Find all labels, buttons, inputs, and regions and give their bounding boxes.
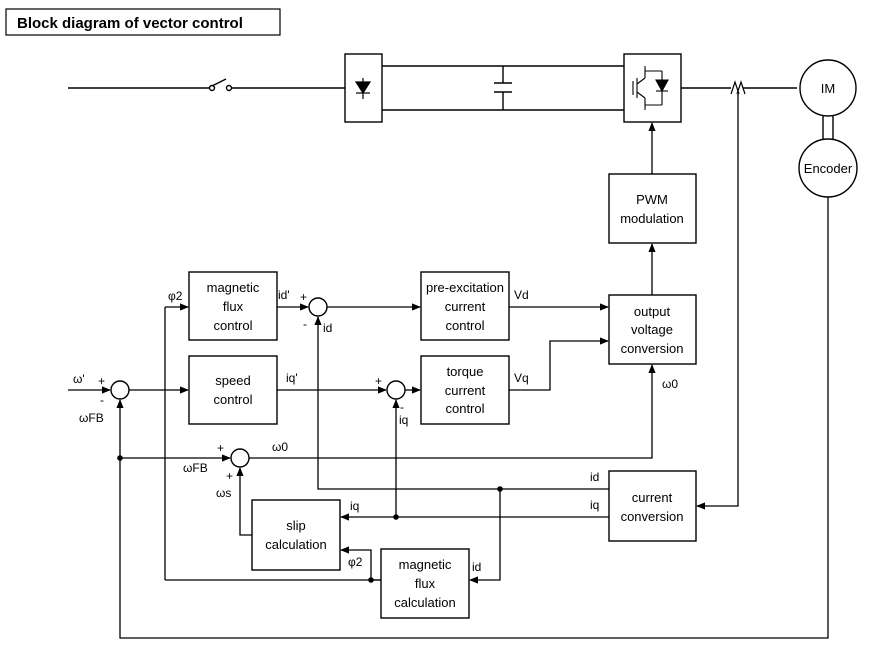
id-out-label: id xyxy=(590,470,599,484)
page-title: Block diagram of vector control xyxy=(17,15,243,32)
pre-label-1: pre-excitation xyxy=(426,280,504,295)
iq-out-label: iq xyxy=(590,498,599,512)
plus-sign: + xyxy=(98,374,105,388)
minus-sign: - xyxy=(400,400,404,414)
phi2-slip-label: φ2 xyxy=(348,555,363,569)
rectifier-diode-icon xyxy=(354,78,372,99)
motor-label: IM xyxy=(821,81,835,96)
plus-sign: + xyxy=(217,441,224,455)
pwm-label-2: modulation xyxy=(620,211,684,226)
mfcalc-label-2: flux xyxy=(415,576,436,591)
iq-slip-label: iq xyxy=(350,499,359,513)
id-ref-label: id' xyxy=(278,288,290,302)
speed-label-2: control xyxy=(213,392,252,407)
mfcalc-label-3: calculation xyxy=(394,595,455,610)
ovc-label-2: voltage xyxy=(631,322,673,337)
torque-label-1: torque xyxy=(447,364,484,379)
junction-dot xyxy=(117,455,123,461)
plus-sign: + xyxy=(300,290,307,304)
pre-excitation-current-control-block xyxy=(420,271,510,341)
minus-sign: - xyxy=(303,317,307,331)
sum-junction-speed xyxy=(110,380,130,400)
mfc-label-1: magnetic xyxy=(207,280,260,295)
cc-label-2: conversion xyxy=(621,509,684,524)
omega-s-label: ωs xyxy=(216,486,231,500)
igbt-inverter-icon xyxy=(632,66,669,110)
title-box: Block diagram of vector control xyxy=(5,8,281,36)
mfc-label-3: control xyxy=(213,318,252,333)
plus-sign: + xyxy=(226,469,233,483)
pwm-label-1: PWM xyxy=(636,192,668,207)
pre-label-3: control xyxy=(445,318,484,333)
encoder-label: Encoder xyxy=(804,161,853,176)
ovc-label-3: conversion xyxy=(621,341,684,356)
magnetic-flux-calculation-block xyxy=(380,548,470,619)
phi2-label: φ2 xyxy=(168,289,183,303)
id-feedback-label: id xyxy=(323,321,332,335)
motor: IM xyxy=(799,59,857,117)
sum-junction-omega0 xyxy=(230,448,250,468)
vd-label: Vd xyxy=(514,288,529,302)
torque-label-2: current xyxy=(445,383,486,398)
speed-control-block xyxy=(188,355,278,425)
iq-feedback-label: iq xyxy=(399,413,408,427)
junction-dot xyxy=(497,486,503,492)
torque-label-3: control xyxy=(445,401,484,416)
encoder: Encoder xyxy=(798,138,858,198)
cc-label-1: current xyxy=(632,490,673,505)
torque-current-control-block xyxy=(420,355,510,425)
omega-fb-label: ωFB xyxy=(79,411,104,425)
pre-label-2: current xyxy=(445,299,486,314)
slip-calculation-block xyxy=(251,499,341,571)
junction-dot xyxy=(368,577,374,583)
ovc-label-1: output xyxy=(634,304,671,319)
vq-label: Vq xyxy=(514,371,529,385)
junction-dot xyxy=(393,514,399,520)
signal-wires xyxy=(68,94,829,639)
omega-fb-label-2: ωFB xyxy=(183,461,208,475)
pwm-modulation-block xyxy=(608,173,697,244)
current-sensor-icon xyxy=(730,80,746,95)
iq-ref-label: iq' xyxy=(286,371,298,385)
output-voltage-conversion-block xyxy=(608,294,697,365)
sum-junction-iq xyxy=(386,380,406,400)
current-conversion-block xyxy=(608,470,697,542)
speed-label-1: speed xyxy=(215,373,250,388)
magnetic-flux-control-block xyxy=(188,271,278,341)
slip-label-1: slip xyxy=(286,518,306,533)
minus-sign: - xyxy=(100,393,104,407)
omega0-out-label: ω0 xyxy=(662,377,678,391)
slip-label-2: calculation xyxy=(265,537,326,552)
plus-sign: + xyxy=(375,374,382,388)
omega-ref-label: ω' xyxy=(73,372,85,386)
id-flux-label: id xyxy=(472,560,481,574)
mfc-label-2: flux xyxy=(223,299,244,314)
sum-junction-id xyxy=(308,297,328,317)
mfcalc-label-1: magnetic xyxy=(399,557,452,572)
power-circuit xyxy=(68,53,834,140)
omega0-label: ω0 xyxy=(272,440,288,454)
